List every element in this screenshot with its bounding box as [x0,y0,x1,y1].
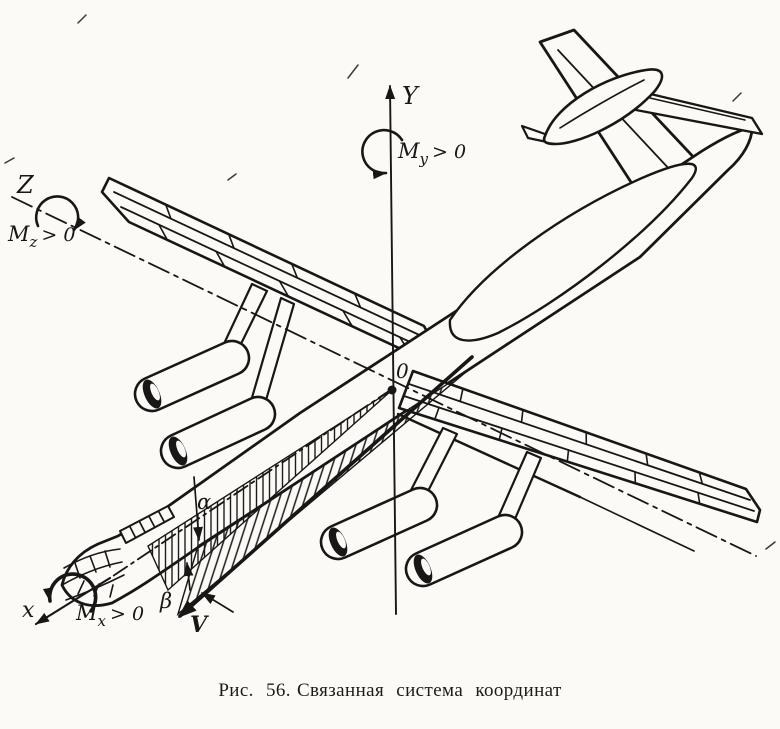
z-axis-label: Z [16,171,35,199]
engine-nacelle-2 [159,395,277,470]
labels: Y Z x 0 V α β My> 0 Mz> 0 Mx> 0 [7,82,466,638]
moment-label-my: My> 0 [397,139,466,168]
origin-point [387,385,397,395]
engine-pylon-2 [249,296,296,409]
moment-arc-my [361,128,404,180]
engine-nacelle-4 [404,513,524,588]
moment-arcs [34,128,404,613]
beta-label: β [159,589,172,613]
left-wing-slat-segments [158,203,411,354]
moment-arc-mz [34,195,86,232]
horizontal-stabilizer [520,68,764,146]
figure-number: Рис. 56. [218,680,291,701]
moment-label-mx: Mx> 0 [75,601,144,630]
velocity-label: V [190,612,209,638]
v-pointer-arrow [201,592,234,613]
beta-up-arrow [183,562,194,591]
moment-arc-mx [42,572,98,613]
y-axis-label: Y [402,82,420,110]
scan-ticks [4,14,776,550]
right-wing [319,369,762,588]
engine-nacelle-1 [133,339,251,413]
stabilizer-bullet [542,68,664,146]
velocity-vector [177,355,474,618]
x-axis-label: x [22,598,35,623]
cockpit-windows [119,505,175,544]
angle-annotations [183,476,234,613]
right-wing-flap-segments [434,387,704,505]
z-axis-line [11,196,757,557]
y-axis-line [385,85,397,615]
wing-root-fairing [448,162,697,342]
axes [11,85,757,626]
moment-label-mz: Mz> 0 [7,222,75,251]
x-axis-arrow [34,576,112,626]
origin-label: 0 [396,359,409,383]
engine-nacelle-3 [319,486,439,561]
x-axis-line [109,388,393,579]
alpha-label: α [197,490,211,514]
figure-title: Связанная система координат [296,680,562,701]
aircraft [60,28,764,607]
left-wing [100,176,450,470]
right-wing-leading-edge [396,412,582,499]
figure-caption: Рис. 56.Связанная система координат [0,680,780,702]
alpha-arrow [192,476,203,541]
